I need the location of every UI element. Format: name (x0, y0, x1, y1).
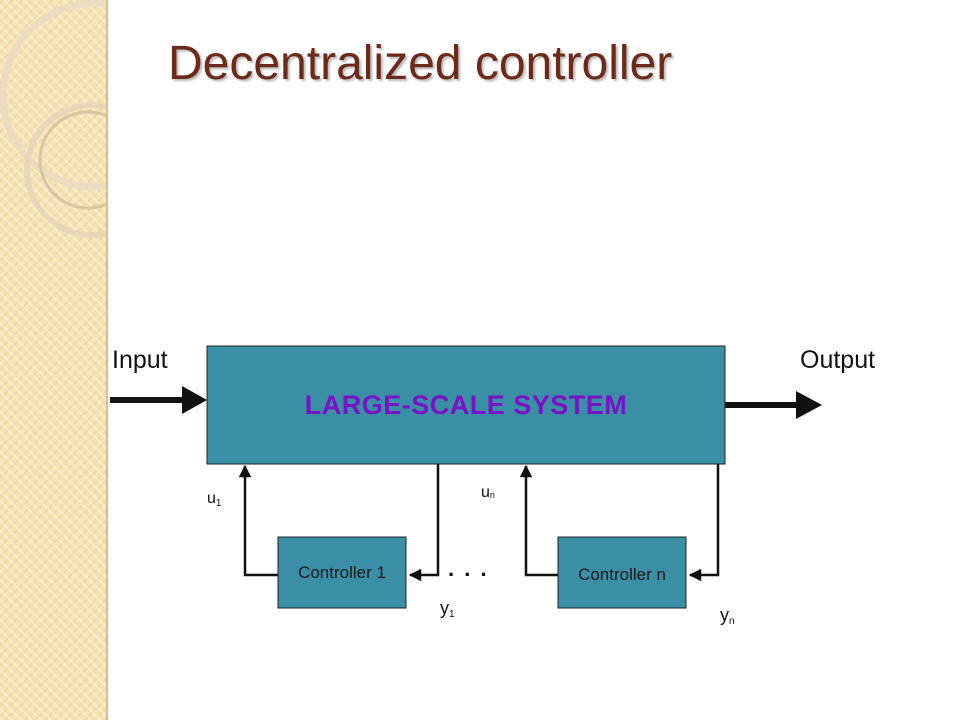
yn-signal-line (688, 464, 720, 582)
decorative-circles (0, 0, 106, 238)
y1-base: y (440, 598, 449, 618)
input-arrow-head (182, 386, 207, 414)
y1-index: 1 (449, 609, 455, 620)
u1-signal-label: u1 (207, 490, 221, 509)
controller-n-block (557, 536, 687, 609)
yn-signal-label: yn (720, 605, 735, 627)
decorative-ring-inner (38, 110, 106, 210)
yn-base: y (720, 605, 729, 625)
system-label: LARGE-SCALE SYSTEM (304, 389, 628, 420)
input-label: Input (112, 346, 168, 374)
controller-1-label: Controller 1 (298, 563, 386, 582)
large-scale-system-block (206, 345, 726, 465)
decorative-ring-outer (0, 0, 106, 191)
controller-1-block (277, 536, 407, 609)
output-arrow-head (796, 391, 822, 419)
u1-index: 1 (215, 498, 222, 509)
u1-signal-line (238, 464, 278, 577)
output-label: Output (800, 346, 876, 374)
decorative-side-panel (0, 0, 108, 720)
un-signal-line (519, 464, 558, 577)
y1-signal-label: y1 (440, 598, 455, 620)
u1-base: u (207, 490, 216, 507)
yn-index: n (729, 616, 735, 627)
un-index: n (489, 490, 495, 500)
un-signal-label: un (481, 484, 495, 502)
controller-n-label: Controller n (578, 565, 666, 584)
decorative-ring-middle (24, 102, 106, 238)
controllers-ellipsis: . . . (448, 556, 489, 581)
y1-signal-line (408, 464, 440, 582)
un-base: u (481, 484, 490, 501)
page-title: Decentralized controller (168, 37, 673, 90)
